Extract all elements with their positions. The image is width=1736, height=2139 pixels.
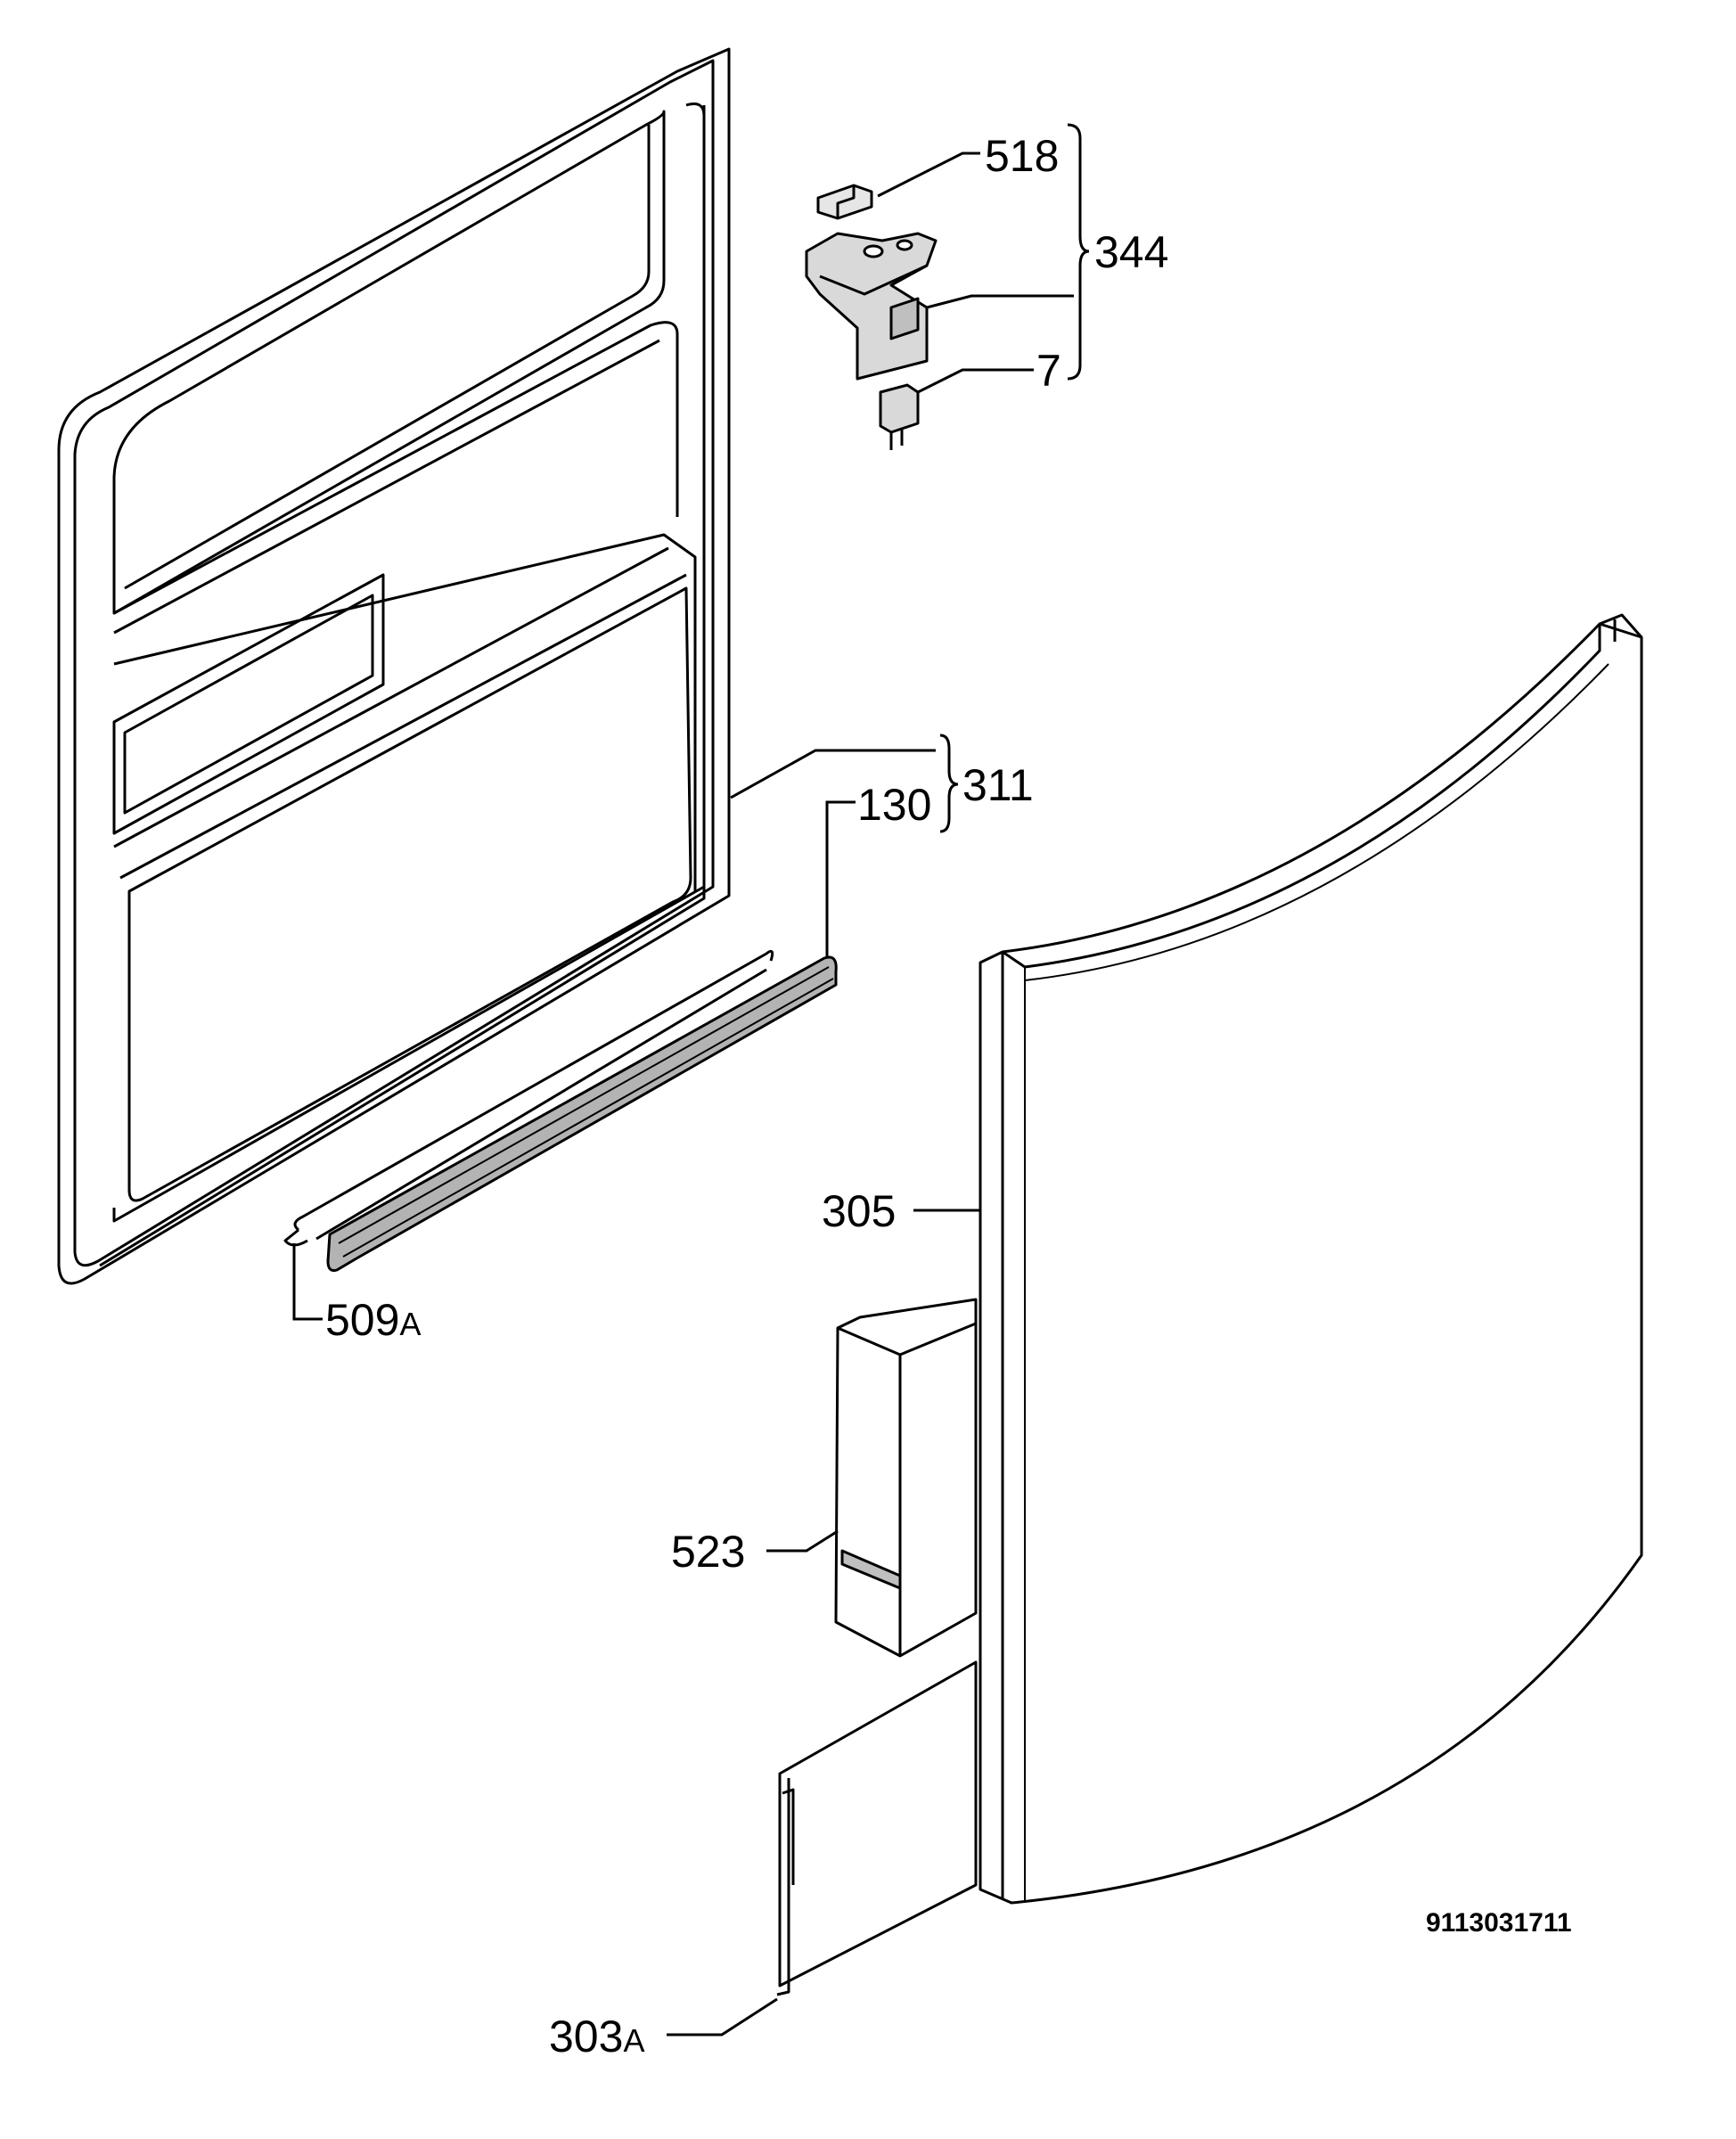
document-number: 9113031711 [1426, 1908, 1572, 1938]
label-311: 311 [962, 760, 1034, 810]
label-130: 130 [857, 780, 931, 830]
label-509-number: 509 [325, 1295, 399, 1345]
leader-lines [292, 123, 1090, 2037]
label-344: 344 [1094, 227, 1168, 277]
label-509a: 509A [325, 1295, 421, 1345]
front-door-panel [979, 613, 1643, 1905]
insulation-block [834, 1298, 978, 1658]
label-303-suffix: A [623, 2022, 644, 2059]
label-305: 305 [822, 1186, 896, 1236]
label-7: 7 [1036, 346, 1061, 396]
label-303-number: 303 [549, 2012, 623, 2061]
label-523: 523 [671, 1527, 745, 1577]
part-labels: 518 344 7 311 130 305 509A 523 303A 9113… [325, 131, 1572, 2061]
door-latch-assembly [805, 184, 938, 450]
label-518: 518 [985, 131, 1059, 181]
label-303a: 303A [549, 2012, 644, 2061]
inner-door-panel [57, 47, 731, 1285]
hinge-rod-and-seal [283, 949, 838, 1272]
kick-plate [776, 1660, 978, 1996]
label-509-suffix: A [399, 1306, 421, 1342]
